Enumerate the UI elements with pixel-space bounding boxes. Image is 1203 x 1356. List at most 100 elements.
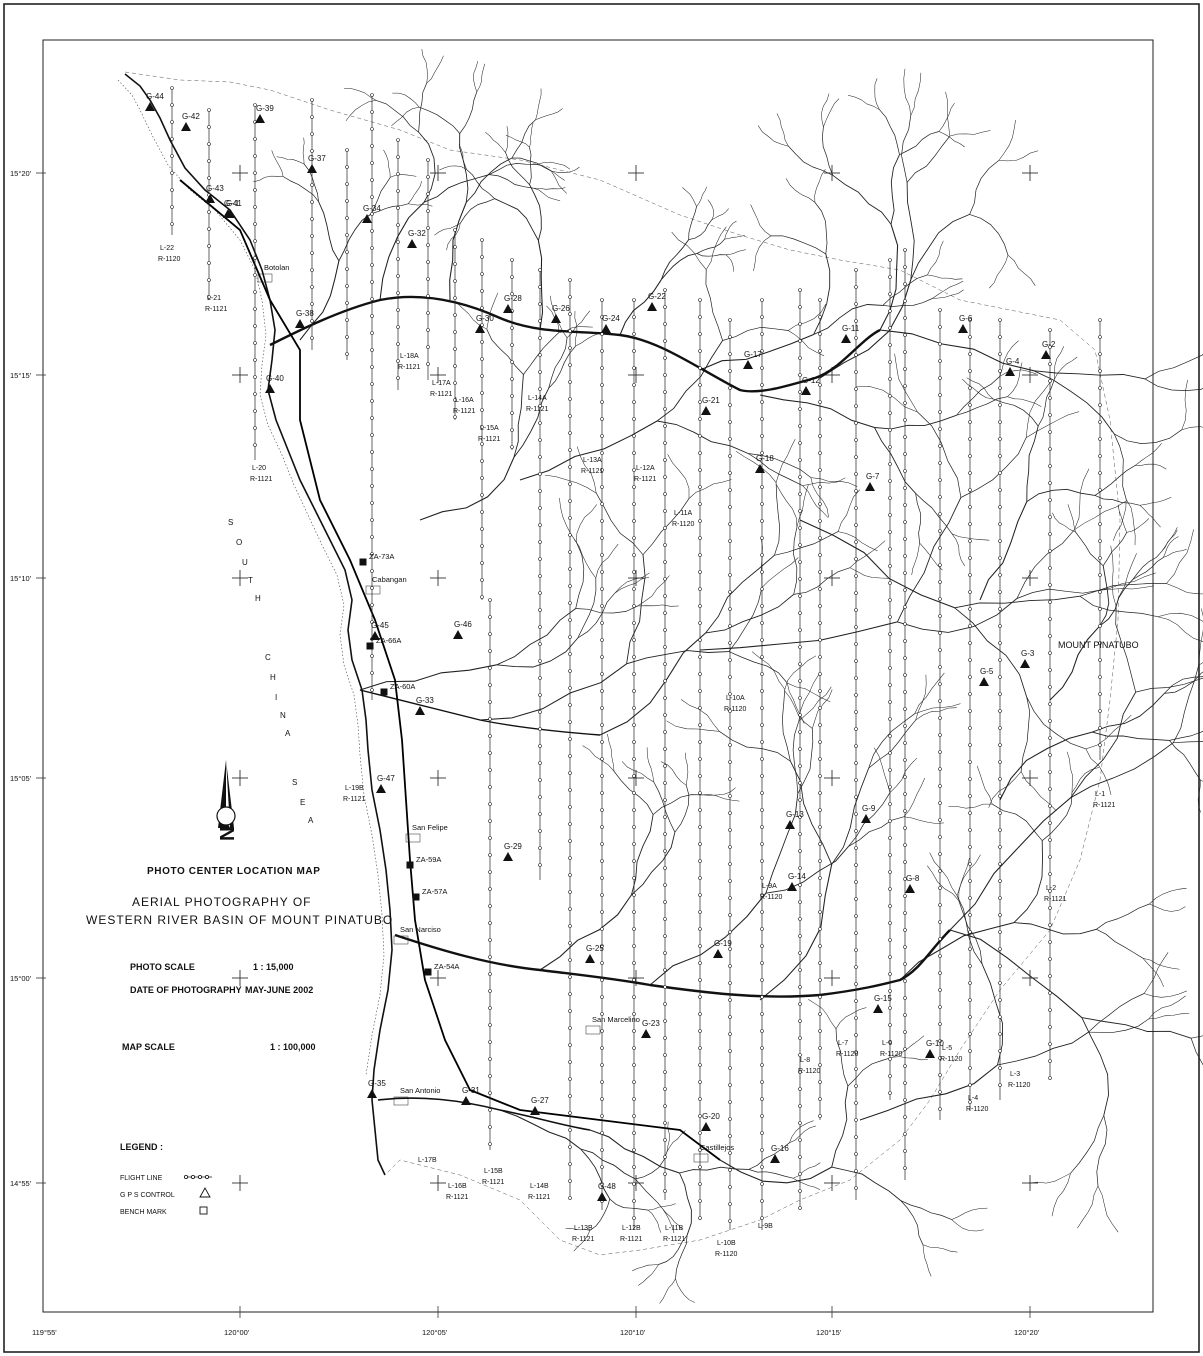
photo-center <box>998 845 1002 849</box>
tributary <box>680 699 720 732</box>
photo-center <box>663 696 667 700</box>
photo-center <box>568 567 572 571</box>
tributary <box>1197 780 1201 813</box>
gps-label: G-20 <box>702 1112 720 1121</box>
photo-center <box>760 655 764 659</box>
photo-center <box>600 638 604 642</box>
photo-center <box>798 832 802 836</box>
photo-center <box>798 407 802 411</box>
photo-center <box>938 410 942 414</box>
tributary <box>765 846 849 894</box>
photo-center <box>488 972 492 976</box>
photo-center <box>396 308 400 312</box>
tributary <box>753 235 772 272</box>
town-block <box>393 935 409 945</box>
tributary <box>679 1172 692 1236</box>
photo-center <box>998 420 1002 424</box>
tributary <box>1126 518 1150 533</box>
photo-center <box>253 443 257 447</box>
flight-line <box>903 248 907 1180</box>
photo-center <box>938 393 942 397</box>
tributary <box>903 777 926 817</box>
flight-line-run: R-1121 <box>526 406 549 413</box>
gps-label: G-3 <box>1021 649 1035 658</box>
photo-center <box>760 961 764 965</box>
photo-center <box>998 641 1002 645</box>
tributary <box>537 240 544 331</box>
photo-center <box>938 767 942 771</box>
photo-center <box>698 1148 702 1152</box>
neat-line <box>42 39 1154 1313</box>
tributary <box>660 253 698 280</box>
tributary <box>379 201 425 301</box>
flight-line-run: R-1121 <box>250 476 273 483</box>
tributary <box>910 213 970 280</box>
photo-center <box>818 808 822 812</box>
tributary <box>1117 505 1127 533</box>
photo-center <box>888 870 892 874</box>
tributary <box>533 187 566 190</box>
photo-center <box>1048 583 1052 587</box>
gps-label: G-33 <box>416 696 434 705</box>
photo-center <box>480 510 484 514</box>
photo-center <box>938 699 942 703</box>
photo-center <box>798 951 802 955</box>
photo-center <box>888 700 892 704</box>
photo-center <box>888 717 892 721</box>
photo-center <box>426 294 430 298</box>
photo-center <box>538 778 542 782</box>
photo-center <box>663 713 667 717</box>
photo-center <box>600 910 604 914</box>
photo-center <box>888 666 892 670</box>
photo-center <box>1098 369 1102 373</box>
photo-center <box>663 764 667 768</box>
tributary <box>632 1264 659 1272</box>
photo-center <box>632 774 636 778</box>
photo-center <box>538 710 542 714</box>
photo-center <box>728 811 732 815</box>
photo-center <box>1048 413 1052 417</box>
photo-center <box>760 349 764 353</box>
photo-center <box>854 778 858 782</box>
photo-center <box>453 364 457 368</box>
photo-center <box>998 556 1002 560</box>
photo-center <box>938 733 942 737</box>
photo-center <box>938 869 942 873</box>
gps-label: G-9 <box>862 804 876 813</box>
town-block <box>693 1153 709 1163</box>
photo-center <box>488 666 492 670</box>
photo-center <box>480 459 484 463</box>
photo-center <box>854 1050 858 1054</box>
photo-center <box>632 859 636 863</box>
tributary <box>788 330 825 357</box>
photo-center <box>632 1216 636 1220</box>
photo-center <box>568 805 572 809</box>
tributary <box>419 457 515 521</box>
photo-center <box>600 876 604 880</box>
flight-line-run: R-1121 <box>398 364 421 371</box>
photo-center <box>207 142 211 146</box>
photo-center <box>370 569 374 573</box>
place-label: San Narciso <box>400 925 441 934</box>
flight-line <box>568 278 572 1200</box>
photo-center <box>728 1219 732 1223</box>
gps-label: G-29 <box>504 842 522 851</box>
photo-center <box>568 516 572 520</box>
photo-center <box>345 284 349 288</box>
photo-center <box>1048 549 1052 553</box>
photo-center <box>370 399 374 403</box>
tributary <box>630 814 654 896</box>
tributary <box>896 497 962 623</box>
tributary <box>728 651 788 684</box>
photo-center <box>488 1040 492 1044</box>
photo-center <box>1048 498 1052 502</box>
photo-center <box>488 734 492 738</box>
gps-control: G-23 <box>641 1019 660 1038</box>
gps-label: G-23 <box>642 1019 660 1028</box>
photo-center <box>798 373 802 377</box>
photo-center <box>888 428 892 432</box>
photo-center <box>968 811 972 815</box>
photo-center <box>818 791 822 795</box>
tributary <box>1079 595 1158 618</box>
photo-center <box>854 625 858 629</box>
